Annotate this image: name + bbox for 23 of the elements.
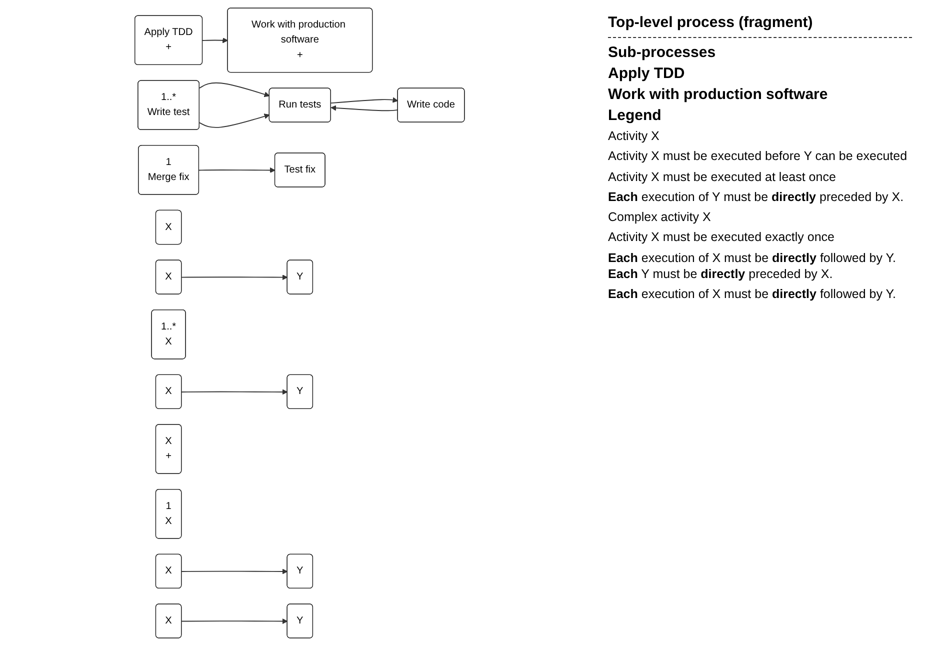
section-heading: Top-level process (fragment) — [608, 14, 814, 31]
arrow — [199, 113, 270, 128]
section-heading: Apply TDD — [608, 65, 686, 82]
section-heading: Legend — [608, 107, 662, 124]
legend-text: Complex activity X — [608, 209, 712, 226]
legend-text: Activity X — [608, 128, 660, 144]
legend-text: Each execution of X must be directly followed by Y. — [608, 286, 897, 302]
arrow — [199, 82, 270, 97]
section-heading: Work with production software — [608, 86, 829, 103]
legend-text: Activity X must be executed before Y can be executed — [608, 148, 908, 164]
legend-text: Each execution of Y must be directly preceded by X. — [608, 188, 905, 205]
arrow — [198, 166, 276, 172]
arrow — [202, 37, 228, 43]
arrow — [182, 618, 288, 624]
legend-text: Each execution of X must be directly followed by Y. Each Y must be directly preceded by X. — [608, 250, 897, 282]
arrow — [182, 568, 288, 574]
section-heading: Sub-processes — [608, 44, 717, 61]
legend-text: Activity X must be executed at least once — [608, 168, 837, 185]
arrow — [182, 274, 288, 280]
legend-text: Activity X must be executed exactly once — [608, 229, 836, 246]
arrow — [330, 96, 398, 104]
arrow — [182, 388, 288, 394]
arrow — [331, 104, 399, 111]
